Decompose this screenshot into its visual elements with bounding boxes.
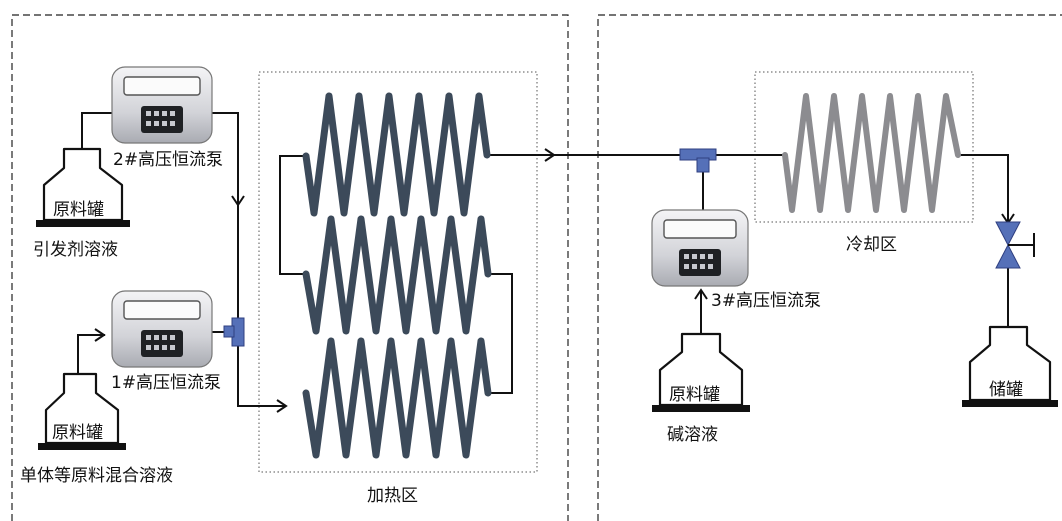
tee-fitting-merge (223, 317, 245, 347)
left-section-border (11, 14, 569, 521)
tank-initiator (36, 147, 130, 227)
arrow-right-icon (94, 328, 106, 342)
arrow-right-icon (544, 148, 556, 162)
zone-borders (11, 14, 1062, 521)
right-section-border (597, 14, 1062, 521)
storage-tank-label: 储罐 (989, 380, 1023, 400)
pump-1-label: 1#高压恒流泵 (111, 373, 221, 393)
initiator-solution-label: 引发剂溶液 (33, 240, 118, 260)
heating-coils (302, 92, 492, 459)
pump-3-label: 3#高压恒流泵 (711, 291, 821, 311)
cooling-coil (782, 93, 961, 213)
arrow-up-icon (694, 288, 708, 300)
arrow-right-icon (276, 399, 288, 413)
heating-coil-3 (302, 337, 492, 459)
pump-2-label: 2#高压恒流泵 (113, 150, 223, 170)
tank-monomer-label: 原料罐 (52, 423, 103, 443)
pump-2 (111, 66, 213, 144)
piping (77, 112, 1009, 407)
arrow-down-icon (231, 195, 245, 207)
tank-monomer (38, 372, 126, 450)
pump-3 (651, 209, 749, 287)
heating-zone-label: 加热区 (367, 486, 418, 506)
alkali-solution-label: 碱溶液 (667, 425, 718, 445)
heating-coil-1 (302, 92, 491, 217)
cooling-zone-box (754, 71, 974, 223)
valve-icon (995, 221, 1035, 269)
flow-arrows (94, 148, 1015, 413)
tank-initiator-label: 原料罐 (53, 200, 104, 220)
cooling-zone-label: 冷却区 (846, 235, 897, 255)
heating-coil-2 (302, 215, 492, 335)
heating-zone-box (258, 71, 538, 473)
tank-alkali-label: 原料罐 (669, 385, 720, 405)
storage-tank (962, 325, 1058, 407)
pump-1 (111, 290, 213, 368)
monomer-solution-label: 单体等原料混合溶液 (20, 466, 173, 486)
tee-fitting-alkali (679, 148, 717, 173)
tank-alkali (652, 332, 750, 412)
